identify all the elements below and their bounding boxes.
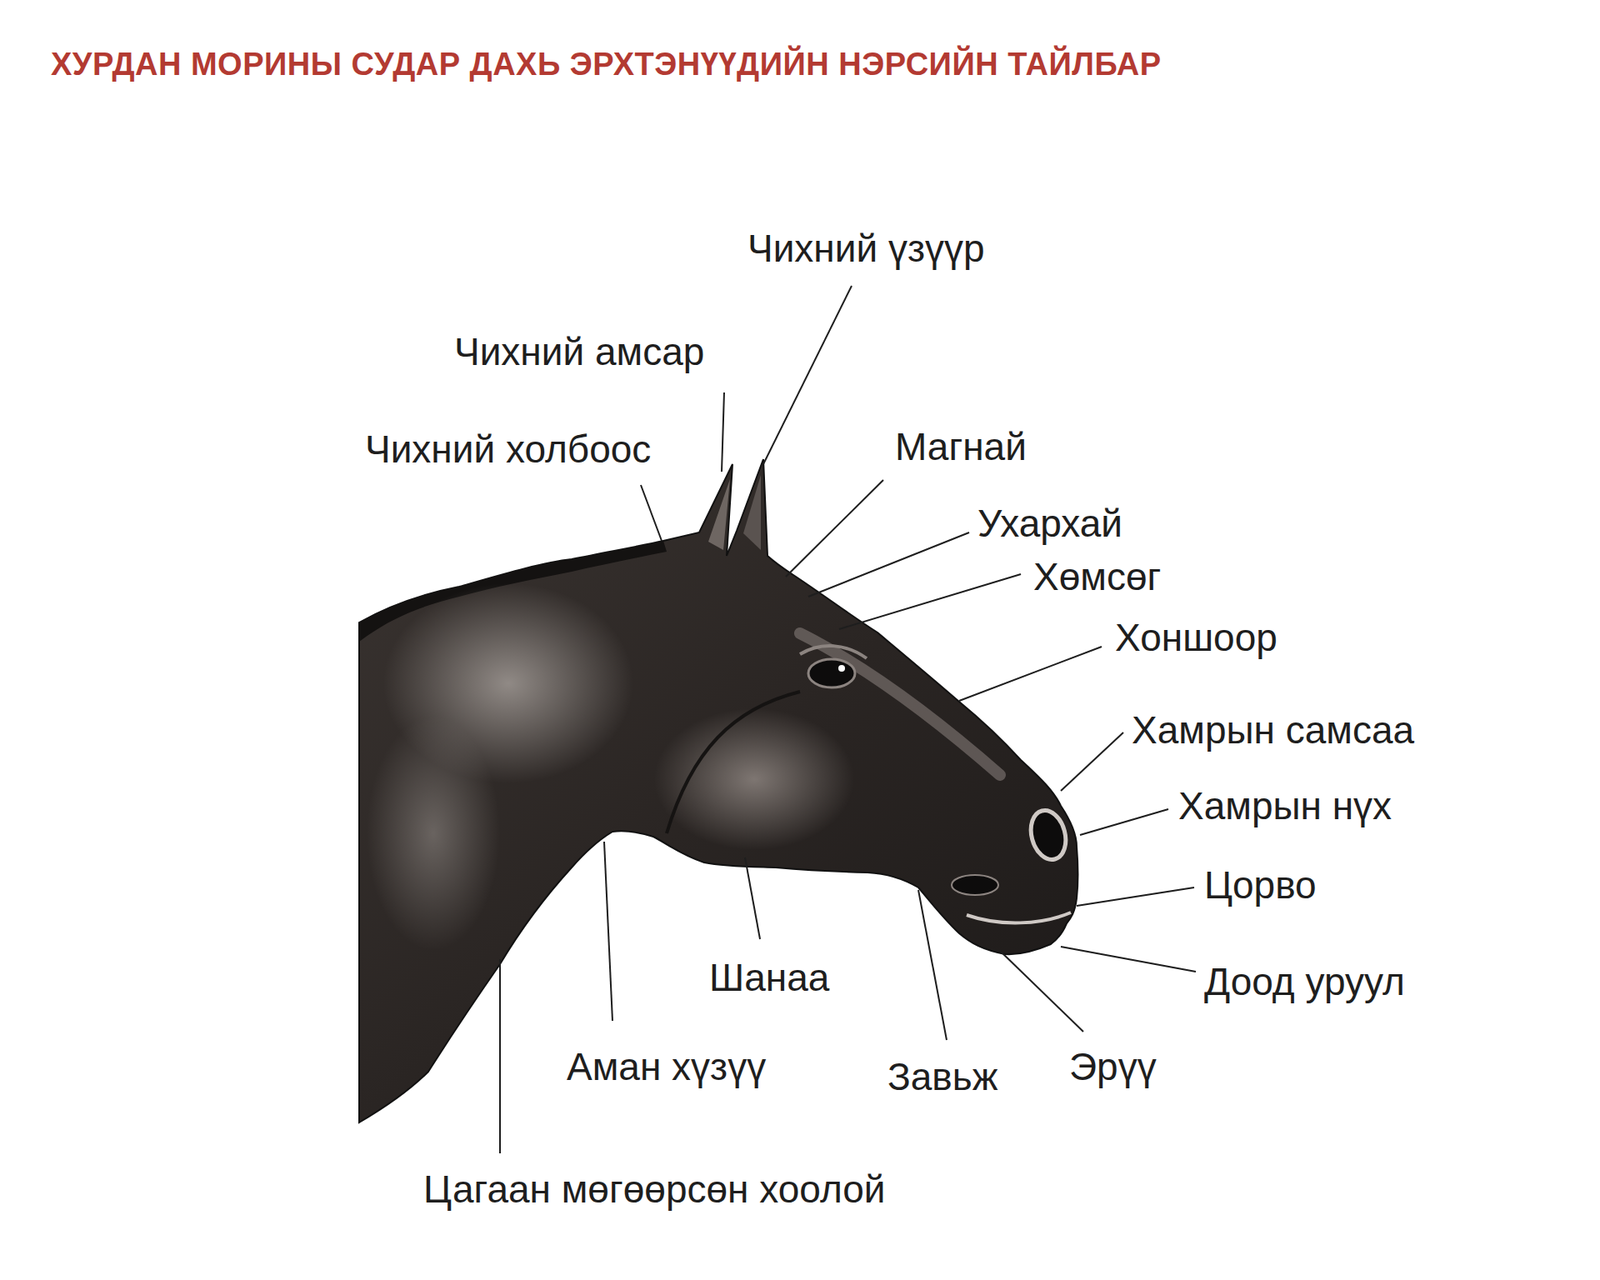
part-name: Завьж [887,1055,999,1099]
leader-line [1080,809,1169,835]
brow [800,645,867,659]
part-name: Эрүү [1069,1045,1157,1089]
eye-glint [838,665,845,672]
part-name: Магнай [895,425,1027,469]
ear-inner [708,479,730,550]
leader-line [499,959,501,1154]
horse-eye [808,659,855,688]
leader-line [1076,887,1195,906]
leader-line [839,574,1021,630]
ear-inner [743,475,761,550]
part-name: Хамрын нүх [1178,785,1392,828]
nostril [1025,806,1071,864]
leader-line [1060,946,1196,972]
part-name: Цагаан мөгөөрсөн хоолой [423,1168,886,1211]
leader-line [763,285,852,465]
leader-line [918,890,947,1040]
part-name: Доод уруул [1204,960,1405,1004]
horse-head-neck [359,459,1079,1123]
leader-line [745,857,760,940]
part-name: Чихний холбоос [365,428,651,471]
leader-line [1060,732,1124,791]
part-name: Цорво [1204,864,1317,907]
part-name: Хоншоор [1115,616,1278,660]
leader-line [604,841,613,1021]
part-name: Аман хүзүү [566,1045,766,1089]
part-name: Хөмсөг [1033,555,1161,599]
jaw-line [666,691,800,834]
leader-line [808,532,970,597]
cheek-highlight [654,708,855,850]
leader-line [785,480,884,577]
leader-line [1000,950,1084,1032]
mouth-line [966,912,1071,923]
part-name: Ухархай [977,502,1123,545]
leader-line [959,646,1102,701]
part-name: Шанаа [709,956,830,1000]
part-name: Чихний амсар [454,330,705,374]
leader-line [640,485,662,541]
leader-line [721,392,725,472]
shoulder-highlight [366,716,500,950]
mouth-corner [951,875,999,895]
face-highlight [800,633,1000,775]
diagram-title: ХУРДАН МОРИНЫ СУДАР ДАХЬ ЭРХТЭНҮҮДИЙН НЭ… [50,46,1162,83]
part-name: Хамрын самсаа [1131,709,1415,752]
part-name: Чихний үзүүр [747,227,985,270]
